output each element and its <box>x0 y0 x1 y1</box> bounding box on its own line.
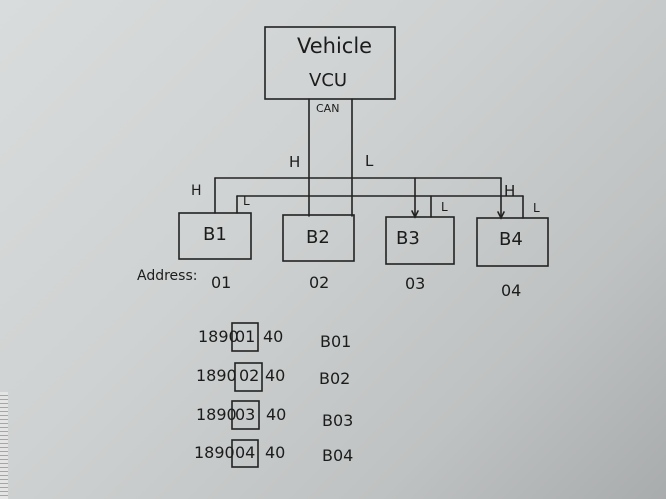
can-id-row-1-boxed: 01 <box>235 327 256 346</box>
can-id-row-1-suffix: 40 <box>263 327 284 346</box>
can-id-row-2-name: B02 <box>319 369 351 388</box>
b4-label: B4 <box>499 229 523 250</box>
b3-label: B3 <box>396 228 420 249</box>
b3-box <box>385 216 455 265</box>
b4-box <box>476 217 549 267</box>
can-id-row-1-name: B01 <box>320 332 352 351</box>
ruler-edge <box>0 392 8 499</box>
can-id-row-4-boxed: 04 <box>235 443 256 462</box>
vcu-box <box>264 26 396 100</box>
can-id-row-4-prefix: 1890 <box>194 443 235 462</box>
id-box-1 <box>231 322 259 352</box>
b2-box <box>282 214 355 262</box>
can-id-row-2-suffix: 40 <box>265 366 286 385</box>
can-label: CAN <box>316 102 340 115</box>
vcu-label-line2: VCU <box>309 70 348 91</box>
b3-address: 03 <box>405 274 426 293</box>
id-box-3 <box>231 400 260 430</box>
trunk-h-label: H <box>289 153 301 171</box>
b1-address: 01 <box>211 273 232 292</box>
can-id-row-3-name: B03 <box>322 411 354 430</box>
b1-h-label: H <box>191 183 202 199</box>
trunk-l-label: L <box>365 152 374 170</box>
id-box-2 <box>234 362 263 392</box>
b2-label: B2 <box>306 227 330 248</box>
address-label: Address: <box>137 268 198 284</box>
can-id-row-1-prefix: 1890 <box>198 327 239 346</box>
b2-address: 02 <box>309 273 330 292</box>
b4-h-label: H <box>504 182 516 200</box>
can-id-row-3-prefix: 1890 <box>196 405 237 424</box>
can-id-row-2-boxed: 02 <box>239 366 260 385</box>
can-id-row-3-suffix: 40 <box>266 405 287 424</box>
id-box-4 <box>231 439 259 468</box>
can-id-row-4-suffix: 40 <box>265 443 286 462</box>
can-id-row-2-prefix: 1890 <box>196 366 237 385</box>
b1-label: B1 <box>203 224 227 245</box>
can-id-row-4-name: B04 <box>322 446 354 465</box>
b4-l-label: L <box>533 201 540 215</box>
b3-l-label: L <box>441 200 448 214</box>
b4-address: 04 <box>501 281 522 300</box>
b1-l-label: L <box>243 194 250 208</box>
vcu-label-line1: Vehicle <box>297 34 373 58</box>
can-id-row-3-boxed: 03 <box>235 405 256 424</box>
